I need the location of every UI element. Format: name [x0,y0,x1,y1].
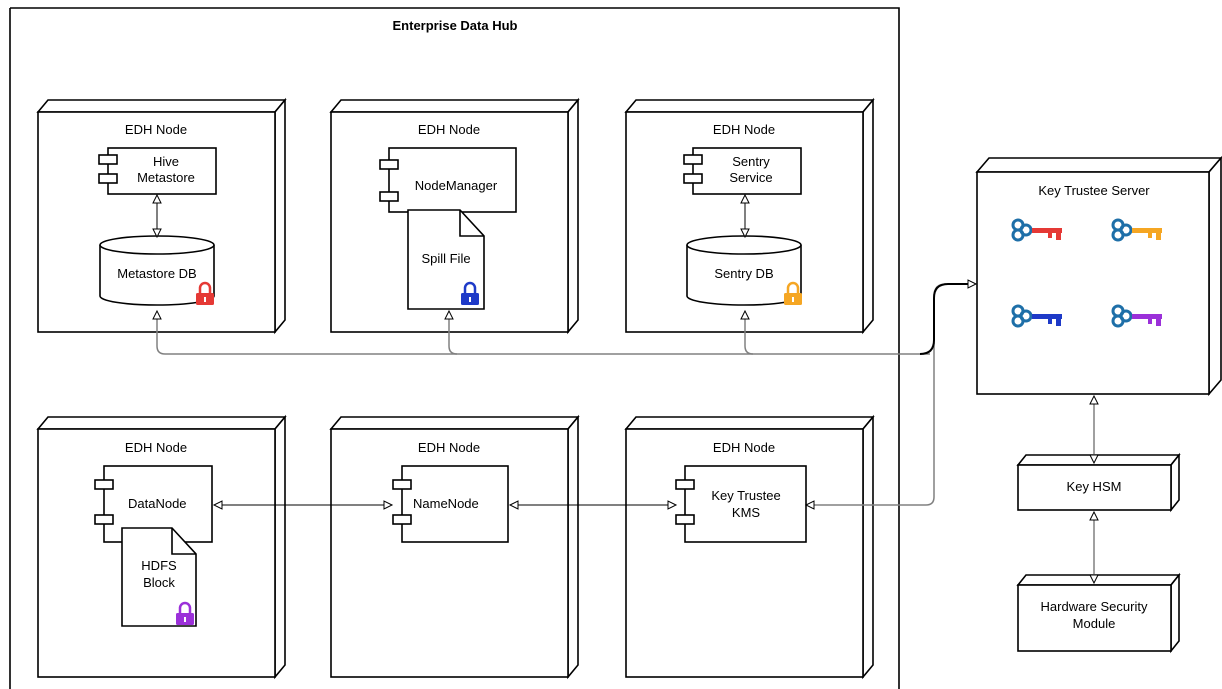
key-trustee-kms-component[interactable]: Key Trustee KMS [675,465,807,543]
lock-icon [196,281,214,305]
kts-title: Key Trustee Server [1038,183,1150,198]
sentry-service-component[interactable]: Sentry Service [683,147,802,195]
file-label-line1: HDFS [141,558,177,573]
sentry-db[interactable]: Sentry DB [686,235,802,306]
component-label-line2: KMS [732,505,761,520]
locks [176,281,802,625]
component-label-line1: Sentry [732,154,770,169]
node-title: EDH Node [418,440,480,455]
key-trustee-server[interactable]: Key Trustee Server [975,155,1222,397]
edh-node-sentry[interactable]: EDH Node Sentry Service Sentry DB [624,97,875,335]
key-set [1011,218,1162,328]
component-label: DataNode [128,496,187,511]
component-label: NameNode [413,496,479,511]
key-icon [1111,304,1162,328]
metastore-db[interactable]: Metastore DB [99,235,215,306]
spill-kts-connector [448,318,458,355]
nodemanager-component[interactable]: NodeManager [379,147,517,213]
node-title: EDH Node [418,122,480,137]
connectors [152,193,1099,585]
edh-node-nodemanager[interactable]: EDH Node NodeManager Spill File [329,97,580,335]
namenode-component[interactable]: NameNode [392,465,509,543]
key-icon [1011,218,1062,242]
hardware-security-module-node[interactable]: Hardware Security Module [1016,572,1181,654]
file-label-line2: Block [143,575,175,590]
node-title: EDH Node [125,440,187,455]
sentry-kts-connector [744,318,754,355]
component-label-line2: Metastore [137,170,195,185]
file-label: Spill File [421,251,470,266]
node-title: EDH Node [713,440,775,455]
edh-node-hive[interactable]: EDH Node Hive Metastore Metastore DB [36,97,287,335]
hive-metastore-component[interactable]: Hive Metastore [98,147,217,195]
metastore-kts-connector [156,318,930,355]
component-label-line2: Service [729,170,772,185]
component-label-line1: Key Trustee [711,488,780,503]
hsm-title-line2: Module [1073,616,1116,631]
hub-title: Enterprise Data Hub [393,18,518,33]
key-icon [1111,218,1162,242]
db-label: Metastore DB [117,266,196,281]
edh-node-namenode[interactable]: EDH Node NameNode [329,414,580,680]
edh-node-kms[interactable]: EDH Node Key Trustee KMS [624,414,875,680]
component-label-line1: Hive [153,154,179,169]
key-hsm-node[interactable]: Key HSM [1016,452,1181,513]
key-icon [1011,304,1062,328]
node-title: EDH Node [125,122,187,137]
kts-main-connector [919,283,968,355]
hdfs-block-file[interactable]: HDFS Block [121,527,197,627]
component-label: NodeManager [415,178,498,193]
lock-icon [176,601,194,625]
lock-icon [784,281,802,305]
edh-node-datanode[interactable]: EDH Node DataNode HDFS Block [36,414,287,680]
key-hsm-title: Key HSM [1067,479,1122,494]
db-label: Sentry DB [714,266,773,281]
lock-icon [461,281,479,305]
hsm-title-line1: Hardware Security [1041,599,1148,614]
node-title: EDH Node [713,122,775,137]
